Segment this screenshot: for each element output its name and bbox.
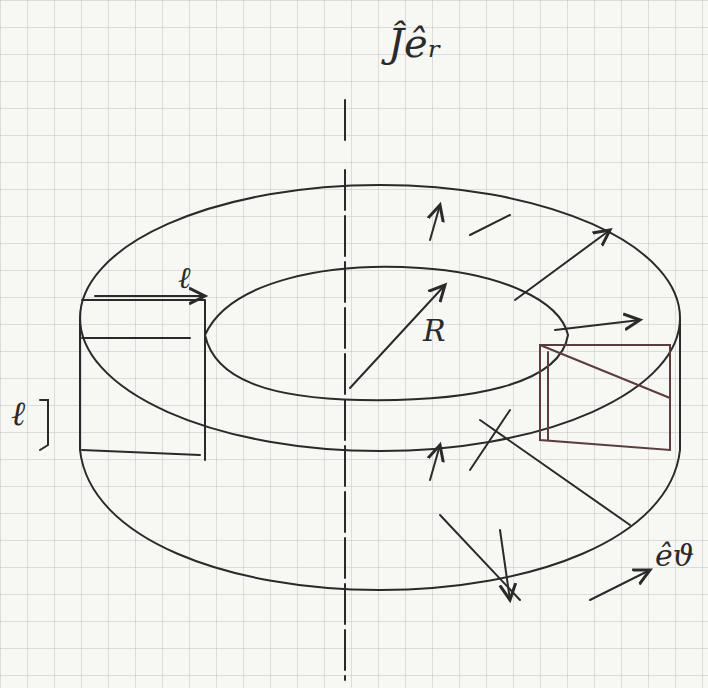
math-label: Ĵêᵣ	[385, 22, 445, 64]
math-label: êϑ	[652, 540, 697, 572]
math-label: ℓ	[8, 395, 28, 431]
math-label: R	[420, 315, 449, 347]
math-label: ℓ	[175, 262, 194, 294]
